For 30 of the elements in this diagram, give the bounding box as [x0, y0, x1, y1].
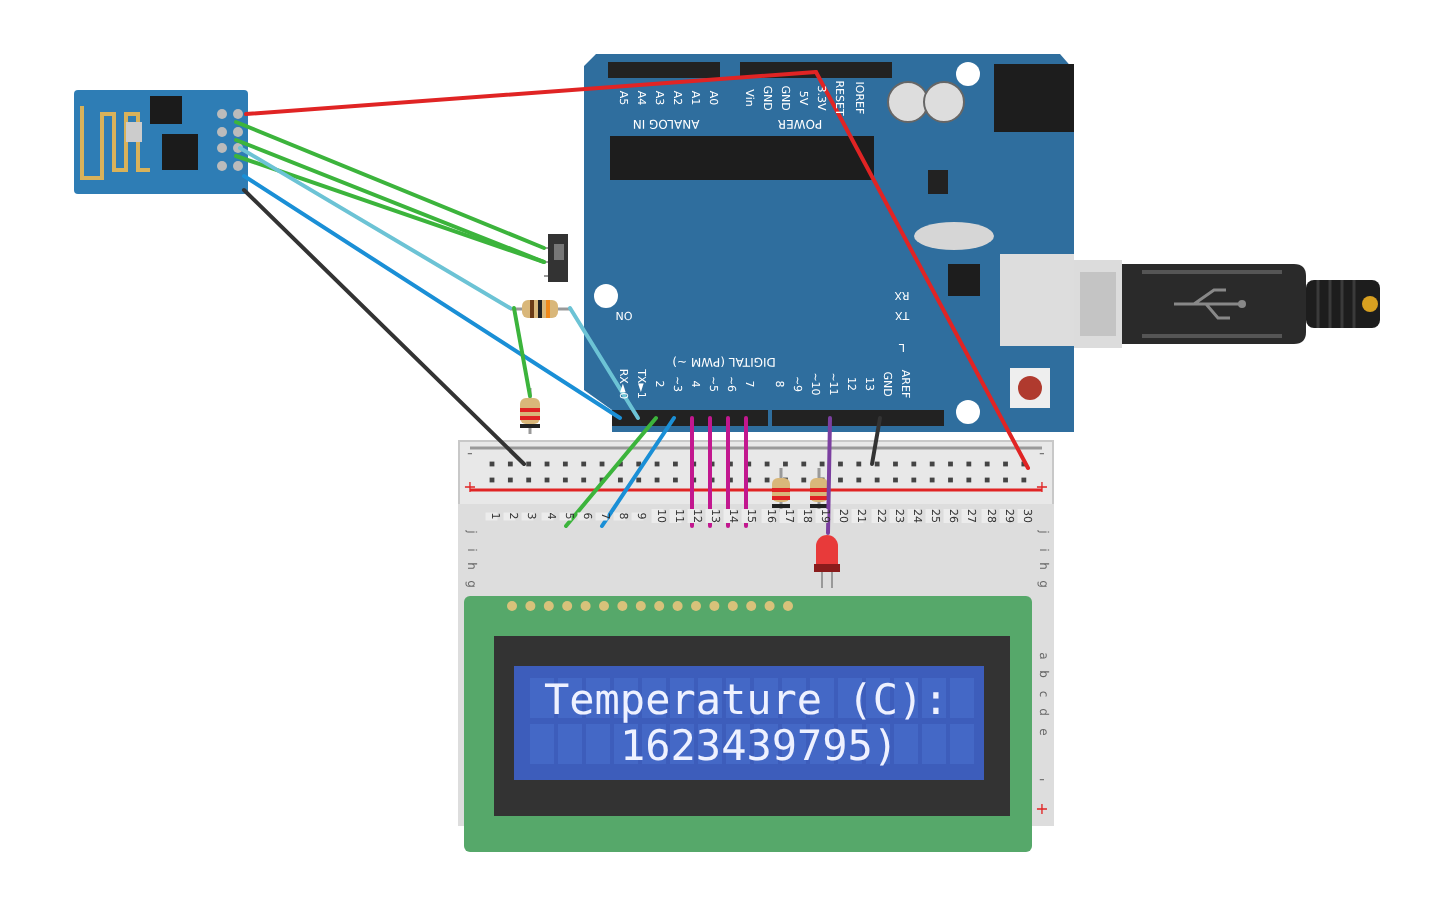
resistor-icon — [520, 388, 540, 434]
rail-sign: - — [467, 446, 473, 462]
wire — [568, 306, 640, 420]
wire — [512, 306, 532, 398]
display-text: Temperature (C): — [544, 680, 949, 722]
wire — [708, 416, 712, 528]
wifi-module-drawing — [74, 90, 248, 194]
lcd-display — [464, 596, 1032, 852]
wire — [234, 120, 546, 250]
wire — [242, 174, 622, 420]
led-icon — [814, 532, 840, 588]
wire — [242, 188, 526, 466]
wire — [244, 70, 818, 116]
wire — [564, 416, 658, 528]
slide-switch-icon — [544, 234, 568, 282]
display-text: 1623439795) — [620, 726, 899, 768]
wire — [238, 146, 512, 310]
wire — [744, 416, 748, 528]
wire — [870, 416, 882, 466]
wire — [600, 416, 676, 528]
wire — [814, 70, 1030, 470]
wire — [690, 416, 694, 528]
rail-sign: - — [1039, 772, 1045, 788]
resistor-icon — [510, 300, 570, 318]
microcontroller-board-drawing — [584, 54, 1074, 432]
wire — [726, 416, 730, 528]
rail-sign: + — [1035, 802, 1049, 818]
usb-cable-drawing — [1074, 256, 1380, 352]
rail-sign: - — [1039, 446, 1045, 462]
wire — [826, 416, 832, 535]
